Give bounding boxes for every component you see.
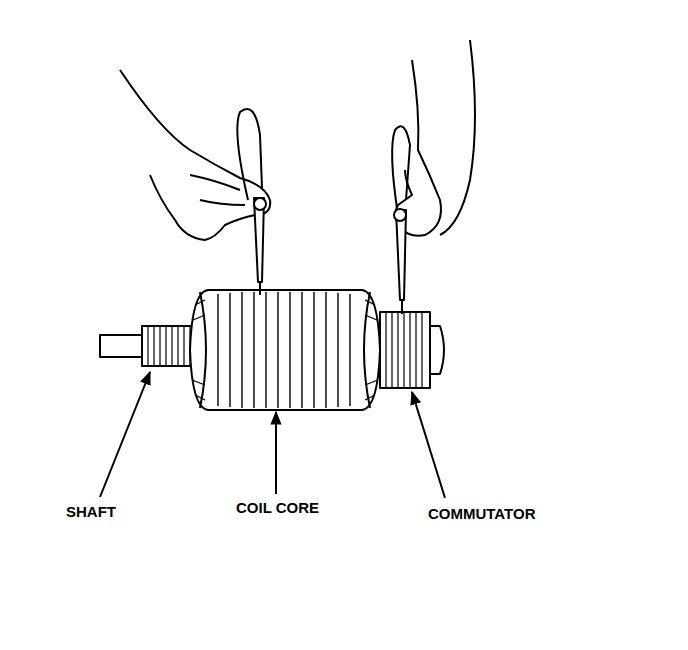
commutator xyxy=(380,312,430,388)
part-label: COIL CORE xyxy=(236,499,319,517)
left-hand xyxy=(120,70,270,240)
part-label: SHAFT xyxy=(66,503,116,521)
leader-line xyxy=(412,392,445,498)
probe-lead xyxy=(237,109,262,200)
test-probe xyxy=(396,210,406,300)
leader-line xyxy=(275,412,277,494)
part-label: COMMUTATOR xyxy=(428,505,535,523)
shaft-spline xyxy=(142,326,197,366)
shaft-rear xyxy=(430,326,444,374)
leader-line xyxy=(100,372,150,497)
coil-core xyxy=(190,290,380,410)
probe-lead xyxy=(392,126,410,215)
shaft-end xyxy=(100,335,145,357)
